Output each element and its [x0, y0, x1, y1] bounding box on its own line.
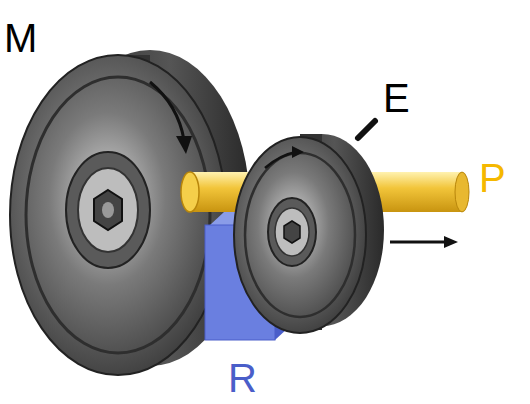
part-label: M	[4, 18, 37, 58]
motion-arrow	[390, 236, 458, 248]
small-roll	[234, 134, 384, 333]
part-label: R	[228, 358, 257, 398]
leader-line	[358, 121, 375, 138]
part-label: E	[383, 78, 410, 118]
part-label: P	[479, 158, 506, 198]
